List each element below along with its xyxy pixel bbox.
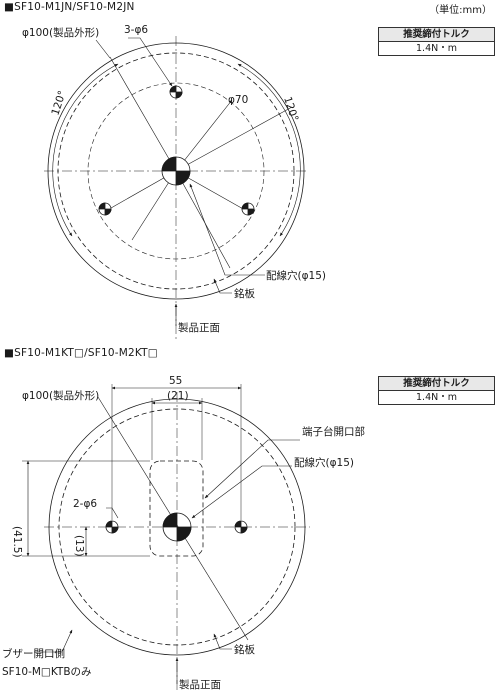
section2-title: ■SF10-M1KT□/SF10-M2KT□ xyxy=(4,347,158,359)
label-buzzer-1: ブザー開口側 xyxy=(2,647,65,660)
terminal-opening xyxy=(149,460,204,557)
label-nameplate-1: 銘板 xyxy=(234,287,255,300)
dim-pcd-1: φ70 xyxy=(228,94,248,106)
mount-hole-top-1 xyxy=(169,85,183,99)
dim-holes-1: 3-φ6 xyxy=(124,24,148,36)
dim-415: (41.5) xyxy=(11,526,23,558)
square-bullet-icon: ■ xyxy=(4,347,15,359)
section1-title: ■SF10-M1JN/SF10-M2JN xyxy=(4,1,135,13)
dim-55: 55 xyxy=(169,375,182,387)
dim-outer-1: φ100(製品外形) xyxy=(22,26,99,39)
wire-hole-2 xyxy=(162,512,192,542)
mount-hole-left-2 xyxy=(105,520,119,534)
square-bullet-icon: ■ xyxy=(4,1,15,13)
label-buzzer-2: SF10-M□KTBのみ xyxy=(2,666,92,678)
wire-hole-1 xyxy=(161,156,191,186)
label-nameplate-2: 銘板 xyxy=(234,643,255,656)
dim-holes-2: 2-φ6 xyxy=(73,498,97,510)
mount-hole-right-2 xyxy=(234,520,248,534)
drawing-1 xyxy=(44,36,308,340)
torque-value-2: 1.4N・m xyxy=(416,392,457,403)
torque-table-1: 推奨締付トルク 1.4N・m xyxy=(378,27,495,56)
torque-header-2: 推奨締付トルク xyxy=(379,377,494,391)
dim-21: (21) xyxy=(167,390,189,402)
drawing-2-labels: φ100(製品外形) 55 (21) (41.5) (13) 2-φ6 端子台開… xyxy=(2,375,365,691)
label-front-2: 製品正面 xyxy=(179,678,221,691)
label-wire-hole-1: 配線穴(φ15) xyxy=(266,269,326,282)
torque-header-1: 推奨締付トルク xyxy=(379,28,494,42)
drawing-1-labels: φ100(製品外形) 3-φ6 φ70 120° 120° 配線穴(φ15) 銘… xyxy=(22,24,326,334)
mount-hole-right-1 xyxy=(241,202,255,216)
dim-outer-2: φ100(製品外形) xyxy=(22,389,99,402)
mount-hole-left-1 xyxy=(98,202,112,216)
dim-13: (13) xyxy=(73,535,85,557)
label-terminal: 端子台開口部 xyxy=(302,425,365,438)
label-wire-hole-2: 配線穴(φ15) xyxy=(294,456,354,469)
unit-label: （単位:mm） xyxy=(429,5,492,16)
torque-table-2: 推奨締付トルク 1.4N・m xyxy=(378,376,495,405)
section2-title-text: SF10-M1KT□/SF10-M2KT□ xyxy=(14,347,158,359)
label-front-1: 製品正面 xyxy=(178,321,220,334)
drawing-2 xyxy=(22,384,310,690)
torque-value-1: 1.4N・m xyxy=(416,43,457,54)
angle-left-1: 120° xyxy=(49,89,68,117)
section1-title-text: SF10-M1JN/SF10-M2JN xyxy=(14,1,135,13)
